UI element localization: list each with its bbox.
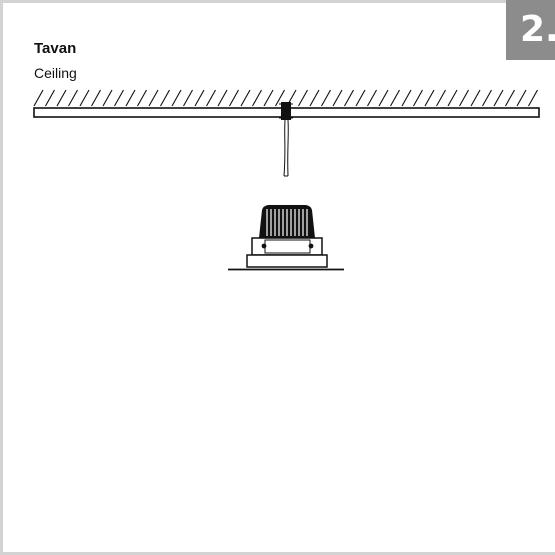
ceiling-hatch-line — [33, 89, 44, 107]
ceiling-hatch-line — [252, 89, 262, 107]
ceiling-hatch-line — [125, 89, 136, 107]
ceiling-hatch-line — [505, 89, 515, 107]
ceiling-hatch-line — [344, 89, 354, 107]
ceiling-hatch-line — [171, 89, 182, 107]
ceiling-hatch-line — [275, 89, 285, 107]
ceiling-hatch-line — [493, 89, 504, 107]
ceiling-hatch-line — [355, 89, 366, 107]
ceiling-hatch-line — [413, 89, 423, 107]
ceiling-hatch-line — [367, 89, 377, 107]
ceiling-hatch-line — [137, 89, 147, 107]
ceiling-hatch-line — [401, 89, 412, 107]
ceiling-hatch-line — [459, 89, 469, 107]
ceiling-hatch-line — [447, 89, 458, 107]
ceiling-hatch-line — [378, 89, 389, 107]
ceiling-hatch-line — [183, 89, 193, 107]
ceiling-hatch-line — [424, 89, 435, 107]
ceiling-hatch-line — [470, 89, 481, 107]
ceiling-hatch-line — [102, 89, 113, 107]
ceiling-hatch-line — [229, 89, 239, 107]
ceiling-hatch-line — [114, 89, 124, 107]
ceiling-hatch-line — [321, 89, 331, 107]
ceiling-hatch-line — [45, 89, 55, 107]
ceiling-label-primary: Tavan — [34, 40, 77, 57]
ceiling-hatch-line — [160, 89, 170, 107]
ceiling-hatch-line — [263, 89, 274, 107]
ceiling-hatch-line — [390, 89, 400, 107]
ceiling-hatch-line — [194, 89, 205, 107]
cable-clamp-icon — [279, 102, 293, 120]
power-cable-icon — [283, 119, 289, 177]
ceiling-hatch-line — [79, 89, 90, 107]
ceiling-hatch-line — [91, 89, 101, 107]
ceiling-hatch-line — [436, 89, 446, 107]
ceiling-hatch-line — [309, 89, 320, 107]
ceiling-hatch-line — [56, 89, 67, 107]
ceiling-hatch-line — [298, 89, 308, 107]
ceiling-hatch-line — [68, 89, 78, 107]
ceiling-label-secondary: Ceiling — [34, 65, 77, 81]
ceiling-hatch-line — [528, 89, 538, 107]
ceiling-hatch-line — [332, 89, 343, 107]
ceiling-hatch-icon — [33, 89, 538, 107]
ceiling-hatch-line — [148, 89, 159, 107]
ceiling-hatch-line — [482, 89, 492, 107]
ceiling-hatch-line — [217, 89, 228, 107]
ceiling-hatch-line — [240, 89, 251, 107]
step-number-badge: 2. — [506, 0, 555, 60]
recessed-downlight-icon — [228, 205, 344, 271]
ceiling-hatch-line — [206, 89, 216, 107]
ceiling-hatch-line — [516, 89, 527, 107]
